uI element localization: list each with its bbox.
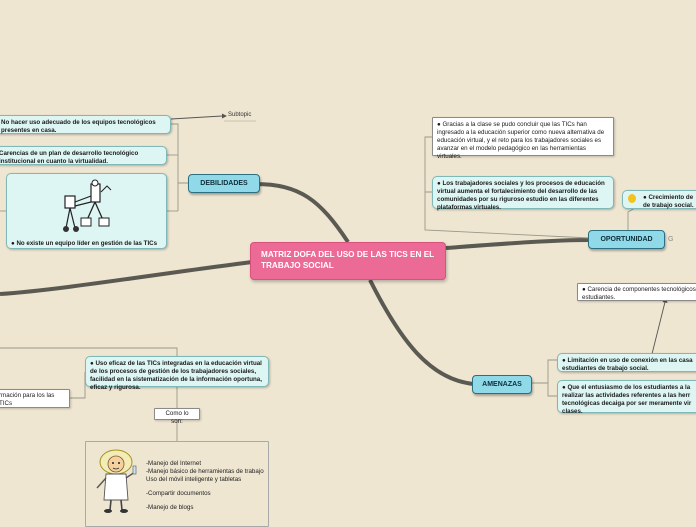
fortaleza-herramientas-node[interactable]: -Manejo del Internet -Manejo básico de h… (85, 441, 269, 527)
herramienta-item: -Manejo del Internet (146, 460, 202, 467)
fortaleza-uso-eficaz-node[interactable]: ● Uso eficaz de las TICs integradas en l… (85, 356, 269, 391)
link-central-fortalezas (0, 260, 253, 296)
oportunidad-crecimiento-node[interactable]: ● Crecimiento de de trabajo social. (622, 190, 696, 209)
debilidad-equipos-text: No hacer uso adecuado de los equipos tec… (1, 119, 156, 134)
central-topic[interactable]: MATRIZ DOFA DEL USO DE LAS TICS EN EL TR… (250, 242, 446, 280)
debilidad-lider-text: ● No existe un equipo líder en gestión d… (11, 240, 158, 247)
link-central-oportunidad (445, 238, 591, 250)
debilidad-equipos-node[interactable]: No hacer uso adecuado de los equipos tec… (0, 115, 171, 134)
como-lo-son-text: Como lo son: (165, 410, 189, 425)
robot-figure-icon (62, 179, 111, 232)
amenaza-entusiasmo-node[interactable]: ● Que el entusiasmo de los estudiantes a… (557, 380, 696, 415)
oportunidad-clase-node[interactable]: ● Gracias a la clase se pudo concluir qu… (432, 117, 614, 160)
scientist-figure-icon (96, 449, 137, 513)
oportunidad-trabajadores-text: ● Los trabajadores sociales y los proces… (437, 180, 605, 211)
amenaza-conexion-text: ● Limitación en uso de conexión en las c… (562, 357, 693, 372)
herramienta-item: -Compartir documentos (146, 490, 211, 498)
link-central-amenazas (368, 279, 475, 386)
fortaleza-uso-eficaz-text: ● Uso eficaz de las TICs integradas en l… (90, 360, 262, 391)
debilidad-plan-node[interactable]: Carencias de un plan de desarrollo tecno… (0, 146, 167, 165)
branch-debilidades[interactable]: DEBILIDADES (188, 174, 260, 193)
amenaza-componentes-text: ● Carencia de componentes tecnológicos e… (582, 286, 696, 301)
amenaza-componentes-node[interactable]: ● Carencia de componentes tecnológicos e… (577, 283, 696, 301)
herramienta-item: Uso del móvil inteligente y tabletas (146, 476, 242, 484)
debilidad-lider-node[interactable]: ● No existe un equipo líder en gestión d… (6, 173, 167, 249)
herramientas-list: -Manejo del Internet -Manejo básico de h… (146, 460, 264, 512)
fortaleza-formacion-text: rmación para los las TICs (0, 392, 55, 407)
oportunidad-crecimiento-text: ● Crecimiento de de trabajo social. (643, 194, 694, 209)
branch-oportunidad[interactable]: OPORTUNIDAD (588, 230, 665, 249)
amenaza-conexion-node[interactable]: ● Limitación en uso de conexión en las c… (557, 353, 696, 372)
fortaleza-formacion-node[interactable]: rmación para los las TICs (0, 389, 70, 408)
como-lo-son-node[interactable]: Como lo son: (154, 408, 200, 425)
branch-amenazas[interactable]: AMENAZAS (472, 375, 532, 394)
oportunidad-clase-text: ● Gracias a la clase se pudo concluir qu… (437, 121, 605, 160)
subtopic-label[interactable]: Subtopic (228, 112, 252, 118)
g-mark: G (668, 236, 674, 243)
amenaza-entusiasmo-text: ● Que el entusiasmo de los estudiantes a… (562, 384, 692, 415)
debilidad-plan-text: Carencias de un plan de desarrollo tecno… (0, 150, 139, 165)
herramienta-item: -Manejo de blogs (146, 504, 194, 512)
link-central-debilidades (254, 182, 350, 244)
herramienta-item: -Manejo básico de herramientas de trabaj… (146, 468, 264, 476)
lightbulb-icon (628, 194, 636, 203)
oportunidad-trabajadores-node[interactable]: ● Los trabajadores sociales y los proces… (432, 176, 614, 211)
